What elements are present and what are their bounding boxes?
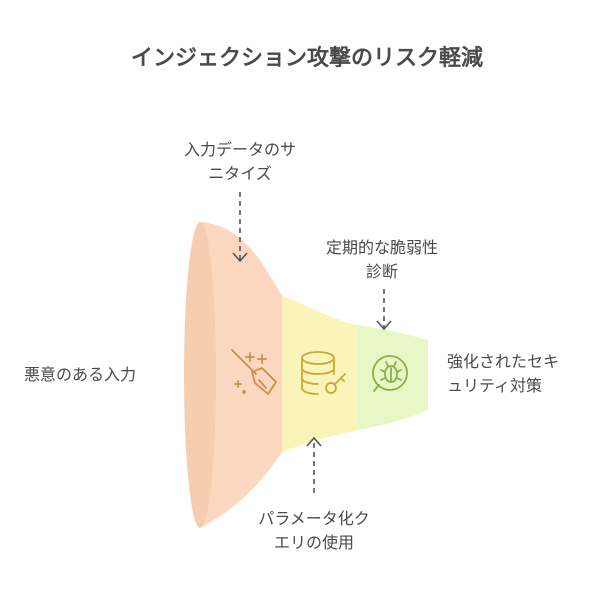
label-sanitize: 入力データのサ ニタイズ [158,138,322,186]
label-sanitize-line2: ニタイズ [208,164,272,183]
bug-search-icon [372,355,408,392]
broom-sparkle-icon [231,349,277,395]
label-parameterized-line1: パラメータ化ク [258,509,370,528]
label-parameterized-line2: エリの使用 [273,533,354,552]
arrow-audit [376,289,392,331]
label-audit-line1: 定期的な脆弱性 [325,238,438,257]
label-secure: 強化されたセキ ュリティ対策 [447,350,607,398]
database-key-icon [301,351,346,395]
label-audit: 定期的な脆弱性 診断 [300,236,464,284]
page-title: インジェクション攻撃のリスク軽減 [130,46,483,71]
label-parameterized: パラメータ化ク エリの使用 [230,507,398,555]
arrow-parameterized [306,436,322,493]
arrow-sanitize [232,192,248,263]
label-audit-line2: 診断 [365,262,398,281]
funnel-mouth [184,222,216,528]
funnel-stage-audit [358,325,428,430]
label-malicious-input: 悪意のある入力 [24,365,137,384]
label-secure-line2: ュリティ対策 [447,376,543,395]
label-secure-line1: 強化されたセキ [447,352,560,371]
label-sanitize-line1: 入力データのサ [183,140,296,159]
funnel-stage-sanitize [200,222,282,528]
